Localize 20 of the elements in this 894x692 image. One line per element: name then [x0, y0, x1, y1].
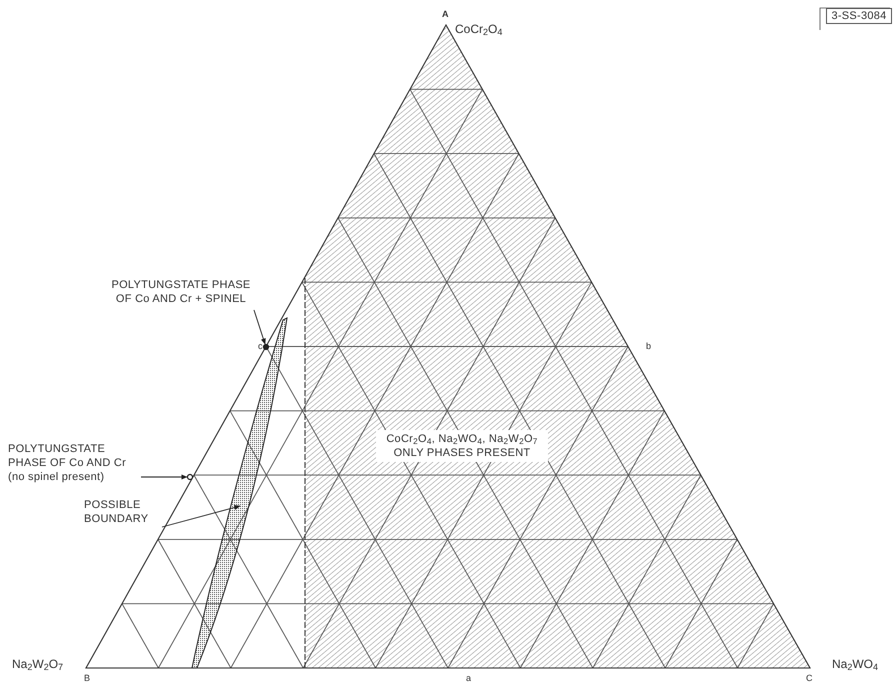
vertex-label: a [466, 672, 472, 685]
vertex-label: C [806, 672, 812, 685]
vertex-label: CoCr$_{2}$O$_{4}$ [455, 21, 502, 38]
vertex-label: Na$_{2}$WO$_{4}$ [832, 656, 878, 673]
drawing-number-box: 3-SS-3084 [826, 8, 892, 24]
callout-text: POLYTUNGSTATE PHASE OF Co AND Cr + SPINEL [106, 278, 256, 306]
callout-text: POLYTUNGSTATE PHASE OF Co AND Cr (no spinel present) [8, 442, 140, 484]
leader-line [254, 310, 266, 345]
vertex-label: A [442, 8, 448, 21]
possible-boundary-band [192, 318, 288, 668]
vertex-label: b [646, 340, 652, 353]
vertex-label: c [258, 340, 262, 353]
leader-line [162, 505, 241, 528]
region-label-box: CoCr$_{2}$O$_{4}$, Na$_{2}$WO$_{4}$, Na$_{2}$W$_{2}$O$_{7}$ ONLY PHASES PRESENT [376, 430, 548, 462]
vertex-label: Na$_{2}$W$_{2}$O$_{7}$ [12, 656, 64, 673]
composition-point [262, 344, 270, 350]
composition-point [186, 474, 194, 480]
leader-line [140, 474, 188, 480]
vertex-label: B [84, 672, 90, 685]
callout-text: POSSIBLE BOUNDARY [84, 498, 164, 526]
